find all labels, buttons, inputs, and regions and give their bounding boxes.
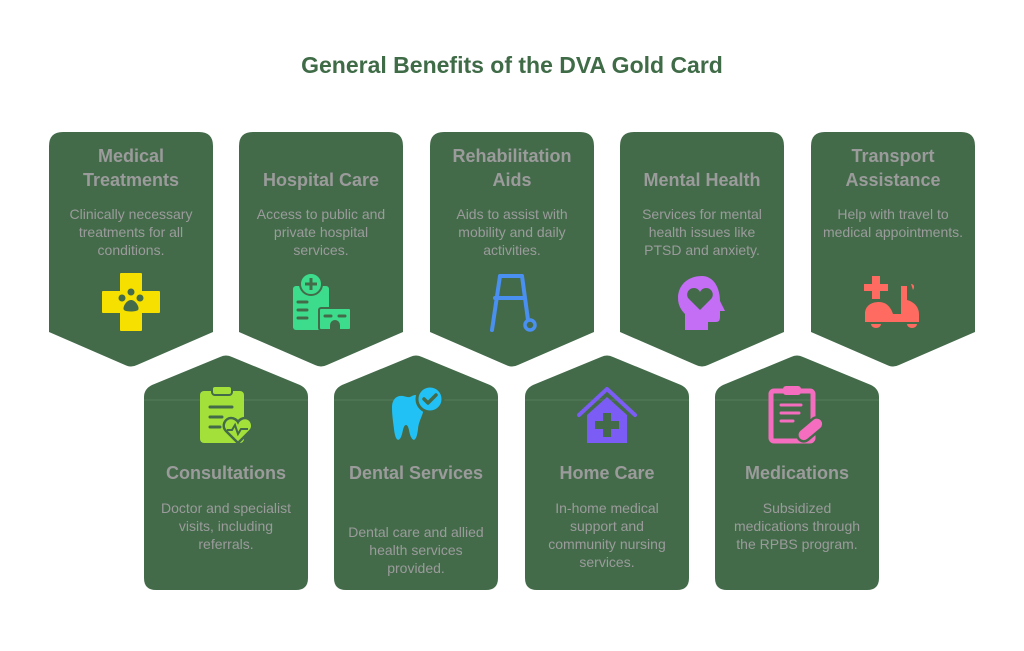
card-title: Medications <box>744 463 850 483</box>
card-consultations: Consultations Doctor and specialist visi… <box>144 355 308 590</box>
card-description: Subsidized medications through the RPBS … <box>733 500 861 552</box>
card-dental-services: Dental Services Dental care and allied h… <box>334 355 498 590</box>
card-description: Help with travel to medical appointments… <box>822 206 964 240</box>
clipboard-heart-icon <box>200 385 254 445</box>
card-description: Dental care and allied health services p… <box>348 524 484 576</box>
tooth-check-icon <box>392 385 445 440</box>
card-description: Clinically necessary treatments for all … <box>69 206 193 258</box>
card-description: In-home medical support and community nu… <box>548 500 666 570</box>
card-medical-treatments: Medical Treatments Clinically necessary … <box>49 132 213 367</box>
hospital-icon <box>293 272 351 331</box>
card-title: Hospital Care <box>262 170 380 190</box>
card-hospital-care: Hospital Care Access to public and priva… <box>239 132 403 367</box>
medical-cross-paw-icon <box>102 273 160 331</box>
card-title: Rehabilitation Aids <box>452 146 572 190</box>
home-medical-icon <box>577 387 637 443</box>
card-transport-assistance: Transport Assistance Help with travel to… <box>811 132 975 367</box>
card-description: Aids to assist with mobility and daily a… <box>456 206 568 258</box>
card-mental-health: Mental Health Services for mental health… <box>620 132 784 367</box>
card-title: Medical Treatments <box>82 146 180 190</box>
card-description: Access to public and private hospital se… <box>256 206 386 258</box>
card-title: Transport Assistance <box>845 146 941 190</box>
card-title: Dental Services <box>348 463 484 483</box>
card-rehabilitation-aids: Rehabilitation Aids Aids to assist with … <box>430 132 594 367</box>
card-description: Services for mental health issues like P… <box>642 206 762 258</box>
card-title: Home Care <box>559 463 655 483</box>
medical-scooter-icon <box>864 276 919 328</box>
card-home-care: Home Care In-home medical support and co… <box>525 355 689 590</box>
head-heart-icon <box>678 276 725 330</box>
clipboard-pill-icon <box>768 386 825 444</box>
card-title: Mental Health <box>643 170 761 190</box>
diagram-title: General Benefits of the DVA Gold Card <box>301 52 723 78</box>
card-medications: Medications Subsidized medications throu… <box>715 355 879 590</box>
walker-icon <box>490 274 537 332</box>
card-description: Doctor and specialist visits, including … <box>161 500 291 552</box>
card-title: Consultations <box>166 463 286 483</box>
